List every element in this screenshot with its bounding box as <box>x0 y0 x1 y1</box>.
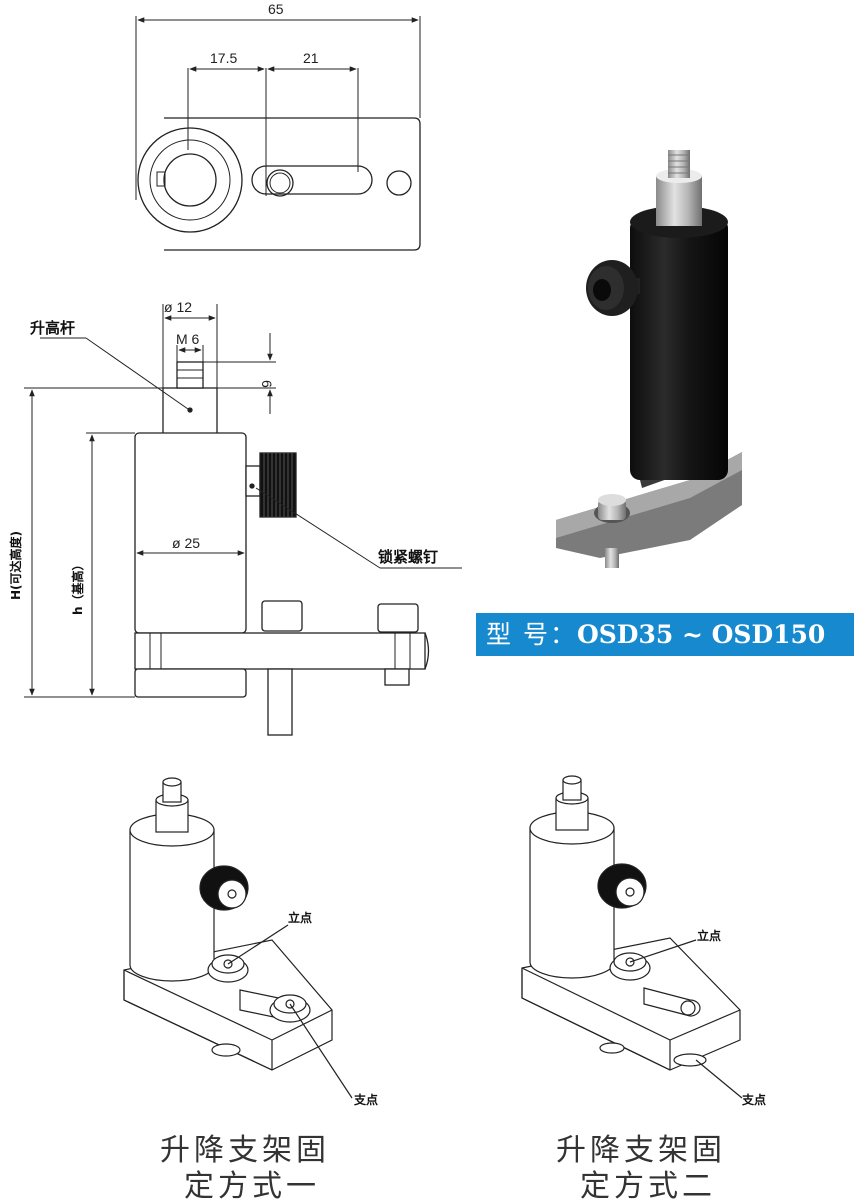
method-two-drawing <box>521 775 743 1099</box>
model-banner <box>476 613 854 656</box>
dim-b: 21 <box>303 50 319 66</box>
method-two-caption-2: 定方式二 <box>580 1169 716 1200</box>
method-two-stand-point: 立点 <box>697 928 721 943</box>
dim-thread-len: 6 <box>259 380 275 388</box>
model-range: OSD35 ~ OSD150 <box>576 620 826 649</box>
method-two-support-point: 支点 <box>741 1092 766 1107</box>
method-one-support-point: 支点 <box>353 1092 378 1107</box>
method-one-drawing <box>123 777 353 1099</box>
label-screw: 锁紧螺钉 <box>378 548 438 566</box>
model-prefix: 型 号： <box>486 620 577 649</box>
top-view <box>135 16 421 251</box>
label-rod: 升高杆 <box>30 319 75 337</box>
product-photo <box>556 150 742 568</box>
label-H: H(可达高度) <box>8 531 23 600</box>
method-one-caption-1: 升降支架固 <box>160 1133 330 1168</box>
dim-rod-dia: ø 12 <box>164 299 192 315</box>
label-h: h（基高） <box>70 558 85 615</box>
method-one-stand-point: 立点 <box>288 910 312 925</box>
side-view <box>134 361 430 736</box>
method-one-caption-2: 定方式一 <box>184 1169 320 1200</box>
model-label: 型 号：OSD35 ~ OSD150 <box>476 613 854 656</box>
dim-thread: M 6 <box>176 331 200 347</box>
dim-body-dia: ø 25 <box>172 535 200 551</box>
method-two-caption-1: 升降支架固 <box>556 1133 726 1168</box>
dim-overall: 65 <box>268 1 284 17</box>
dim-a: 17.5 <box>210 50 237 66</box>
